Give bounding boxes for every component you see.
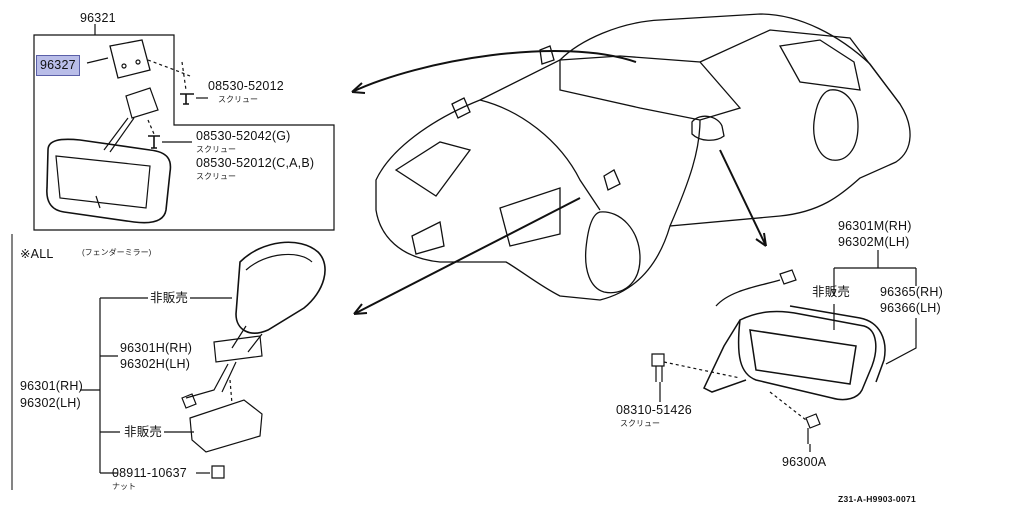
label-fender-mirror: (フェンダーミラー): [82, 248, 152, 257]
screw-top-shape: [180, 93, 194, 105]
fender-mirror-head: [235, 241, 326, 334]
car-front-wheel: [584, 211, 641, 294]
nut-shape: [211, 465, 225, 479]
label-96301h[interactable]: 96301H(RH): [120, 341, 193, 355]
label-08530-52012-cab[interactable]: 08530-52012(C,A,B): [196, 156, 315, 170]
label-08530-52042[interactable]: 08530-52042(G): [196, 129, 291, 143]
label-not-sold-1: 非販売: [150, 291, 189, 305]
car-rear-wheel: [813, 89, 859, 161]
label-96327[interactable]: 96327: [36, 55, 80, 76]
label-08310-51426[interactable]: 08310-51426: [616, 403, 692, 417]
label-nut: ナット: [112, 482, 136, 491]
screw-96300a-shape: [805, 413, 821, 444]
car-shape: [375, 13, 911, 301]
label-96302[interactable]: 96302(LH): [20, 396, 81, 410]
label-96366[interactable]: 96366(LH): [880, 301, 941, 315]
fender-cover: [189, 399, 263, 453]
label-96302h[interactable]: 96302H(LH): [120, 357, 191, 371]
label-not-sold-3: 非販売: [812, 285, 851, 299]
door-mirror-shape: [703, 305, 886, 401]
bracket-shape: [125, 87, 159, 119]
mount-plate-shape: [109, 39, 151, 79]
label-96301m[interactable]: 96301M(RH): [838, 219, 912, 233]
label-96302m[interactable]: 96302M(LH): [838, 235, 910, 249]
label-screw-2: スクリュー: [196, 145, 236, 154]
label-screw-1: スクリュー: [218, 95, 258, 104]
label-96300a[interactable]: 96300A: [782, 455, 827, 469]
screw-mid-shape: [148, 135, 160, 149]
label-screw-3: スクリュー: [196, 172, 236, 181]
label-96365[interactable]: 96365(RH): [880, 285, 943, 299]
label-96301[interactable]: 96301(RH): [20, 379, 83, 393]
label-08530-52012[interactable]: 08530-52012: [208, 79, 284, 93]
label-screw-4: スクリュー: [620, 419, 660, 428]
screw-right-shape: [651, 353, 665, 382]
label-not-sold-2: 非販売: [124, 425, 163, 439]
rearview-mirror-shape: [46, 138, 172, 224]
inset-box-rearview: [33, 24, 335, 231]
label-96321: 96321: [80, 11, 116, 25]
label-08911-10637[interactable]: 08911-10637: [112, 466, 187, 480]
diagram-code: Z31-A-H9903-0071: [838, 494, 917, 504]
label-all-header: ※ALL: [20, 247, 54, 261]
fender-base: [213, 335, 263, 363]
